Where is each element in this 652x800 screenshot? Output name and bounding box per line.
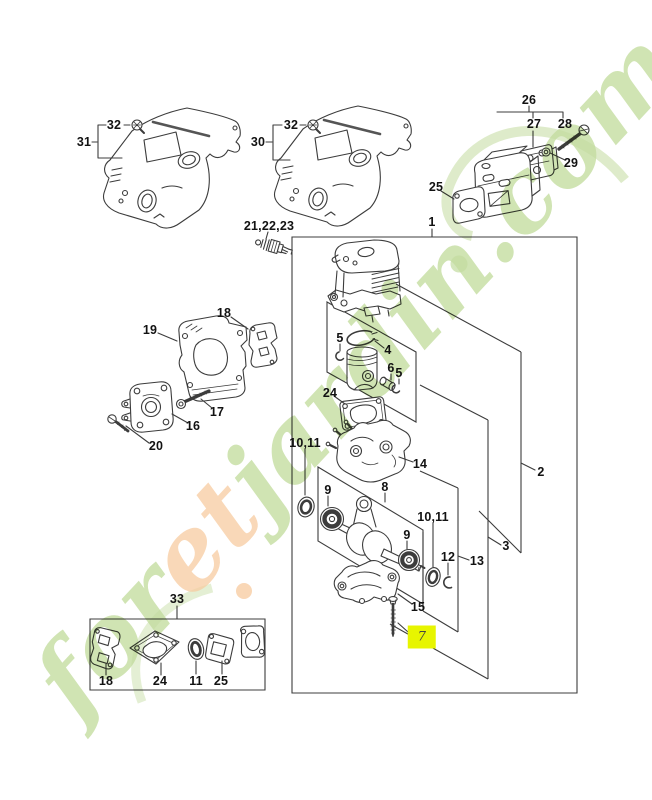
- part-18-intake-gasket: [249, 323, 277, 367]
- part-label-12[interactable]: 12: [440, 550, 456, 564]
- part-1-cylinder: [328, 240, 401, 322]
- part-12-circlip: [444, 577, 452, 588]
- part-label-31[interactable]: 31: [76, 135, 92, 149]
- part-label-13[interactable]: 13: [469, 554, 485, 568]
- set-item-11: [186, 637, 206, 661]
- part-label-21-22-23[interactable]: 21,22,23: [243, 219, 295, 233]
- part-7-bolt: [389, 597, 397, 637]
- part-label-25-muffler[interactable]: 25: [428, 180, 444, 194]
- part-21-22-23-spark-plug: [254, 235, 293, 257]
- part-label-16[interactable]: 16: [185, 419, 201, 433]
- part-5-clip-upper: [336, 352, 344, 360]
- part-9-bearing-right: [399, 550, 420, 571]
- part-label-17[interactable]: 17: [209, 405, 225, 419]
- part-5-clip-lower: [392, 385, 399, 393]
- part-16-intake-flange: [122, 382, 173, 432]
- part-label-10-11-left[interactable]: 10,11: [289, 436, 321, 450]
- part-label-1[interactable]: 1: [428, 215, 436, 229]
- part-label-11-set[interactable]: 11: [189, 674, 203, 688]
- part-label-32-left[interactable]: 32: [106, 118, 122, 132]
- part-10-11-seal-left: [296, 495, 316, 518]
- set-item-18: [90, 627, 121, 670]
- box-part-1: [292, 237, 577, 693]
- part-19-heat-shield: [179, 316, 247, 401]
- part-9-bearing-left: [321, 508, 344, 531]
- box-piston-group: [327, 302, 416, 422]
- part-label-8[interactable]: 8: [381, 480, 389, 494]
- part-label-9-left[interactable]: 9: [324, 483, 332, 497]
- watermark-flourish-2: [131, 583, 214, 704]
- set-item-carb-gasket: [239, 624, 267, 659]
- part-label-18-intake[interactable]: 18: [216, 306, 232, 320]
- watermark-dot-orange: [236, 583, 252, 599]
- part-10-11-seal-right: [424, 566, 442, 588]
- parts-artwork: [90, 104, 589, 670]
- part-label-5-lower[interactable]: 5: [395, 366, 403, 380]
- leader-lines: [92, 106, 565, 675]
- part-label-7[interactable]: 7: [407, 625, 437, 649]
- watermark-flourish: [441, 126, 629, 241]
- part-label-32-mid[interactable]: 32: [283, 118, 299, 132]
- part-20-bolt: [108, 415, 128, 431]
- set-item-25: [205, 633, 235, 665]
- set-item-24: [130, 631, 179, 664]
- part-14-crankcase-upper: [326, 420, 410, 482]
- part-label-9-right[interactable]: 9: [403, 528, 411, 542]
- part-label-26[interactable]: 26: [521, 93, 537, 107]
- part-label-15[interactable]: 15: [410, 600, 426, 614]
- part-label-25-set[interactable]: 25: [213, 674, 229, 688]
- part-label-24-set[interactable]: 24: [152, 674, 168, 688]
- part-17-bolt: [177, 391, 210, 409]
- part-label-20[interactable]: 20: [148, 439, 164, 453]
- part-label-4[interactable]: 4: [384, 343, 392, 357]
- part-label-3[interactable]: 3: [502, 539, 510, 553]
- part-label-18-set[interactable]: 18: [98, 674, 114, 688]
- part-label-10-11-right[interactable]: 10,11: [417, 510, 449, 524]
- part-label-33[interactable]: 33: [169, 592, 185, 606]
- part-label-5-upper[interactable]: 5: [336, 331, 344, 345]
- part-label-28[interactable]: 28: [557, 117, 573, 131]
- watermark-dot-green: [450, 255, 468, 273]
- part-label-27[interactable]: 27: [526, 117, 542, 131]
- box-part-3: [390, 385, 488, 679]
- part-29-washer: [542, 148, 550, 156]
- part-label-30[interactable]: 30: [250, 135, 266, 149]
- part-label-29[interactable]: 29: [563, 156, 579, 170]
- part-26-muffler-assembly: [453, 125, 589, 223]
- part-33-gasket-set: [90, 624, 267, 669]
- part-label-24-cylinder[interactable]: 24: [322, 386, 338, 400]
- part-15-crankcase-lower: [334, 561, 399, 604]
- box-part-13: [420, 471, 458, 632]
- part-6-wrist-pin: [379, 376, 396, 391]
- part-label-2[interactable]: 2: [537, 465, 545, 479]
- part-label-19[interactable]: 19: [142, 323, 158, 337]
- part-piston: [347, 347, 377, 390]
- part-4-piston-ring: [346, 329, 378, 348]
- part-25-exhaust-gasket: [453, 187, 485, 223]
- part-label-14[interactable]: 14: [412, 457, 428, 471]
- part-label-6[interactable]: 6: [387, 361, 395, 375]
- box-part-2: [396, 284, 521, 553]
